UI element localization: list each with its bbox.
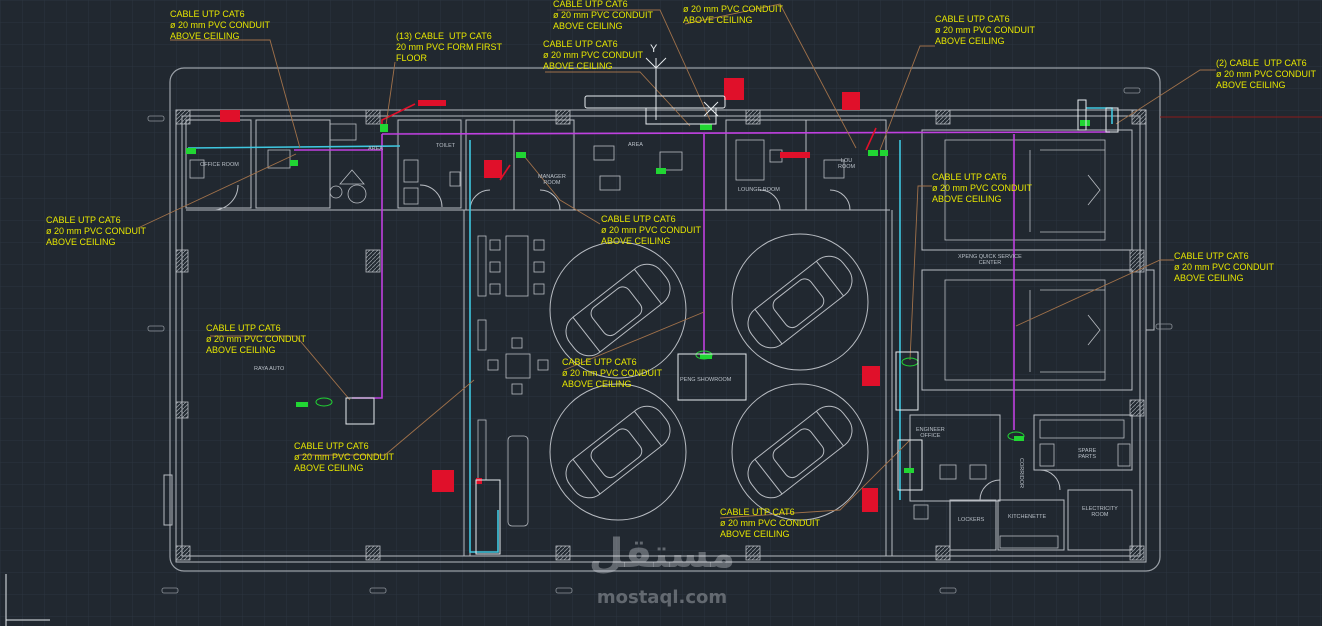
room-label-lounge: LOU ROOM bbox=[838, 158, 856, 170]
room-label-manager-room: MANAGER ROOM bbox=[538, 174, 566, 186]
room-label-lockers: LOCKERS bbox=[958, 517, 985, 523]
room-label-corridor: CORRIDOR bbox=[1017, 458, 1024, 488]
cable-label-14: CABLE UTP CAT6 ø 20 mm PVC CONDUIT ABOVE… bbox=[294, 441, 395, 473]
cable-label-15: CABLE UTP CAT6 ø 20 mm PVC CONDUIT ABOVE… bbox=[720, 507, 821, 539]
cable-label-9: CABLE UTP CAT6 ø 20 mm PVC CONDUIT ABOVE… bbox=[601, 214, 702, 246]
cable-label-8: CABLE UTP CAT6 ø 20 mm PVC CONDUIT ABOVE… bbox=[46, 215, 147, 247]
room-label-raya-auto: RAYA AUTO bbox=[254, 366, 285, 372]
red-equipment bbox=[220, 78, 880, 512]
columns bbox=[175, 109, 1147, 561]
cable-label-5: ø 20 mm PVC CONDUIT ABOVE CEILING bbox=[683, 4, 784, 25]
green-devices bbox=[186, 120, 1090, 473]
room-label-service-center: XPENG QUICK SERVICE CENTER bbox=[958, 254, 1022, 266]
device-outlets bbox=[315, 350, 1025, 441]
cable-label-3: CABLE UTP CAT6 ø 20 mm PVC CONDUIT ABOVE… bbox=[553, 0, 654, 31]
watermark-arabic: مستقل bbox=[588, 531, 736, 577]
cable-label-10: CABLE UTP CAT6 ø 20 mm PVC CONDUIT ABOVE… bbox=[932, 172, 1033, 204]
cable-label-11: CABLE UTP CAT6 ø 20 mm PVC CONDUIT ABOVE… bbox=[1174, 251, 1275, 283]
site-boundary bbox=[169, 67, 1161, 572]
room-label-area-2: AREA bbox=[628, 142, 643, 148]
room-label-toilet: TOILET bbox=[436, 143, 456, 149]
cable-label-6: CABLE UTP CAT6 ø 20 mm PVC CONDUIT ABOVE… bbox=[935, 14, 1036, 46]
cable-label-12: CABLE UTP CAT6 ø 20 mm PVC CONDUIT ABOVE… bbox=[206, 323, 307, 355]
car-turntables bbox=[549, 233, 869, 521]
cable-label-2: (13) CABLE UTP CAT6 20 mm PVC FORM FIRST… bbox=[396, 31, 503, 63]
outer-walls bbox=[175, 109, 1147, 563]
furniture bbox=[189, 123, 1131, 549]
room-label-lounge-room: LOUNGE ROOM bbox=[738, 187, 780, 193]
ucs-crosshair bbox=[5, 57, 726, 626]
cable-label-4: CABLE UTP CAT6 ø 20 mm PVC CONDUIT ABOVE… bbox=[543, 39, 644, 71]
map-grid-bubbles bbox=[147, 87, 1173, 594]
room-label-electricity-room: ELECTRICITY ROOM bbox=[1082, 506, 1118, 518]
room-label-area-1: AREA bbox=[368, 146, 383, 152]
cable-label-7: (2) CABLE UTP CAT6 ø 20 mm PVC CONDUIT A… bbox=[1216, 58, 1317, 90]
cable-label-13: CABLE UTP CAT6 ø 20 mm PVC CONDUIT ABOVE… bbox=[562, 357, 663, 389]
ucs-axis-label: Y bbox=[650, 43, 658, 55]
room-label-engineer-office: ENGINEER OFFICE bbox=[916, 427, 945, 439]
room-label-office: OFFICE ROOM bbox=[200, 162, 239, 168]
room-label-kitchenette: KITCHENETTE bbox=[1008, 514, 1047, 520]
leader-lines bbox=[137, 3, 1216, 519]
watermark-latin: mostaql.com bbox=[596, 587, 728, 608]
room-label-spare-parts: SPARE PARTS bbox=[1078, 448, 1097, 460]
room-label-showroom: PENG SHOWROOM bbox=[680, 377, 732, 383]
cable-label-1: CABLE UTP CAT6 ø 20 mm PVC CONDUIT ABOVE… bbox=[170, 9, 271, 41]
